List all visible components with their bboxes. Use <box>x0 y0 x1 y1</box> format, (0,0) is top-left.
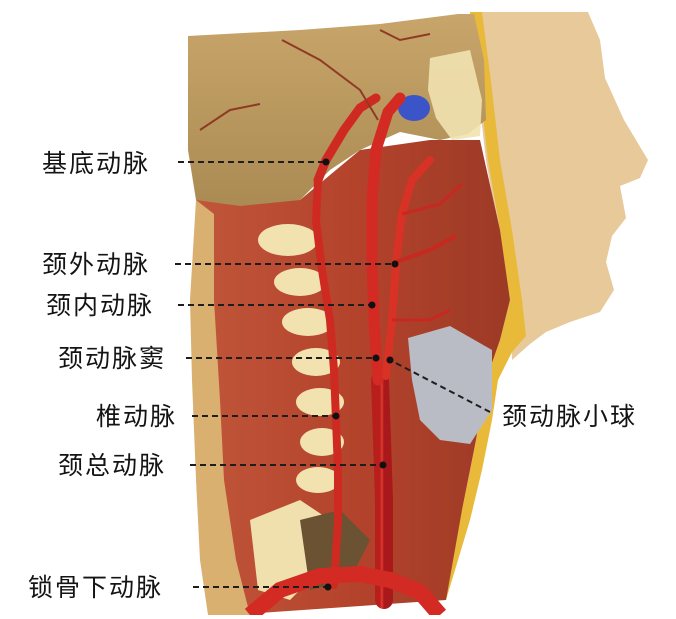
sinus-bone <box>428 50 482 140</box>
label-carotid-sinus: 颈动脉窦 <box>58 344 167 373</box>
venous-sinus <box>398 95 430 121</box>
label-external-carotid-artery: 颈外动脉 <box>42 250 151 279</box>
outer-fascia <box>190 200 250 615</box>
internal-carotid-artery <box>366 92 406 386</box>
leader-line-carotid-body <box>389 359 491 413</box>
label-subclavian-artery: 锁骨下动脉 <box>28 573 164 602</box>
external-carotid-artery <box>382 156 434 380</box>
gland <box>408 326 492 444</box>
label-internal-carotid-artery: 颈内动脉 <box>46 291 155 320</box>
common-carotid-artery <box>371 371 393 609</box>
leader-dot-external-carotid <box>391 260 399 268</box>
label-vertebral-artery: 椎动脉 <box>96 402 178 431</box>
neck-muscles <box>196 140 510 615</box>
subclavian-artery <box>244 565 447 619</box>
fat-layer <box>430 12 526 600</box>
leader-dot-carotid-sinus <box>372 354 380 362</box>
leader-dot-internal-carotid <box>368 301 376 309</box>
label-carotid-body: 颈动脉小球 <box>502 402 638 431</box>
label-basilar-artery: 基底动脉 <box>42 149 151 178</box>
vertebral-artery <box>311 176 342 589</box>
leader-dot-basilar <box>322 158 330 166</box>
label-common-carotid-artery: 颈总动脉 <box>58 451 167 480</box>
basilar-artery <box>313 93 381 185</box>
leader-dot-carotid-body <box>386 356 394 364</box>
leader-dot-common-carotid <box>379 461 387 469</box>
leader-dot-subclavian <box>324 583 332 591</box>
leader-dot-vertebral <box>332 412 340 420</box>
skull-section <box>188 14 486 214</box>
